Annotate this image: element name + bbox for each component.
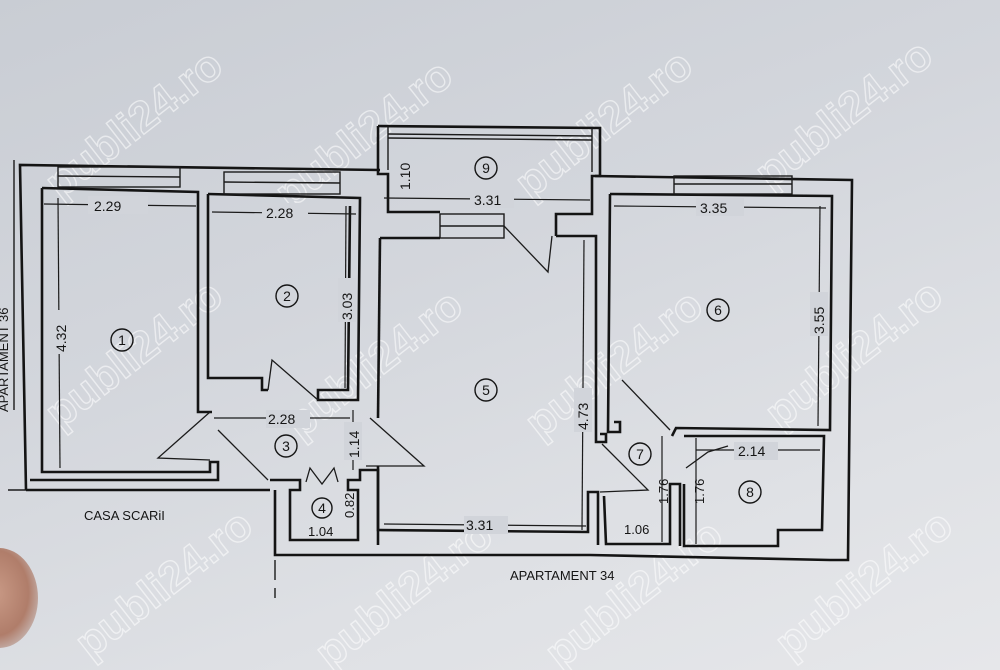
room-4-length: 0.82: [342, 493, 357, 518]
apartment-36-label: APARTAMENT 36: [0, 307, 11, 412]
room-9-width: 3.31: [474, 192, 501, 208]
room-3-number: 3: [282, 438, 290, 454]
room-1-width: 2.29: [94, 198, 121, 214]
room-6-width: 3.35: [700, 200, 727, 216]
svg-text:publi24.ro: publi24.ro: [66, 500, 262, 668]
room-7-number: 7: [636, 446, 644, 462]
room-8-number: 8: [746, 484, 754, 500]
room-4-width: 1.04: [308, 524, 333, 539]
room-3: 2.28 1.14 3: [156, 410, 426, 481]
svg-text:publi24.ro: publi24.ro: [506, 40, 702, 208]
svg-text:publi24.ro: publi24.ro: [766, 500, 962, 668]
room-6-number: 6: [714, 302, 722, 318]
room-5-number: 5: [482, 382, 490, 398]
room-6: 3.35 3.55 6: [606, 175, 834, 437]
room-7-length: 1.76: [656, 479, 671, 504]
svg-text:publi24.ro: publi24.ro: [756, 270, 952, 438]
room-2: 2.28 3.03 2: [206, 171, 362, 402]
room-5: 3.31 4.73 5: [376, 234, 608, 545]
room-9: 3.31 1.10 9: [376, 124, 602, 274]
room-1: 2.29 4.32 1: [30, 166, 220, 482]
room-1-length: 4.32: [53, 325, 69, 352]
room-8-length: 1.76: [692, 479, 707, 504]
room-4-number: 4: [318, 500, 326, 516]
room-5-length: 4.73: [575, 403, 591, 430]
room-2-width: 2.28: [266, 205, 293, 221]
room-3-width: 2.28: [268, 411, 295, 427]
room-6-length: 3.55: [811, 307, 827, 334]
outer-walls: [18, 163, 854, 562]
room-4: 4 1.04 0.82: [270, 466, 380, 545]
apartment-34-label: APARTAMENT 34: [510, 568, 615, 583]
room-9-number: 9: [482, 160, 490, 176]
room-8-width: 2.14: [738, 443, 765, 459]
room-9-length: 1.10: [397, 163, 413, 190]
stairwell-label: CASA SCARiI: [84, 508, 165, 523]
svg-text:publi24.ro: publi24.ro: [516, 280, 712, 448]
svg-text:publi24.ro: publi24.ro: [746, 30, 942, 198]
room-7: 7 1.76 1.06: [599, 436, 682, 546]
room-2-length: 3.03: [339, 293, 355, 320]
room-3-length: 1.14: [346, 431, 362, 458]
svg-text:publi24.ro: publi24.ro: [36, 40, 232, 208]
room-7-width: 1.06: [624, 522, 649, 537]
room-8: 2.14 1.76 8: [682, 434, 826, 548]
room-5-width: 3.31: [466, 517, 493, 533]
room-1-number: 1: [118, 332, 126, 348]
room-2-number: 2: [283, 288, 291, 304]
